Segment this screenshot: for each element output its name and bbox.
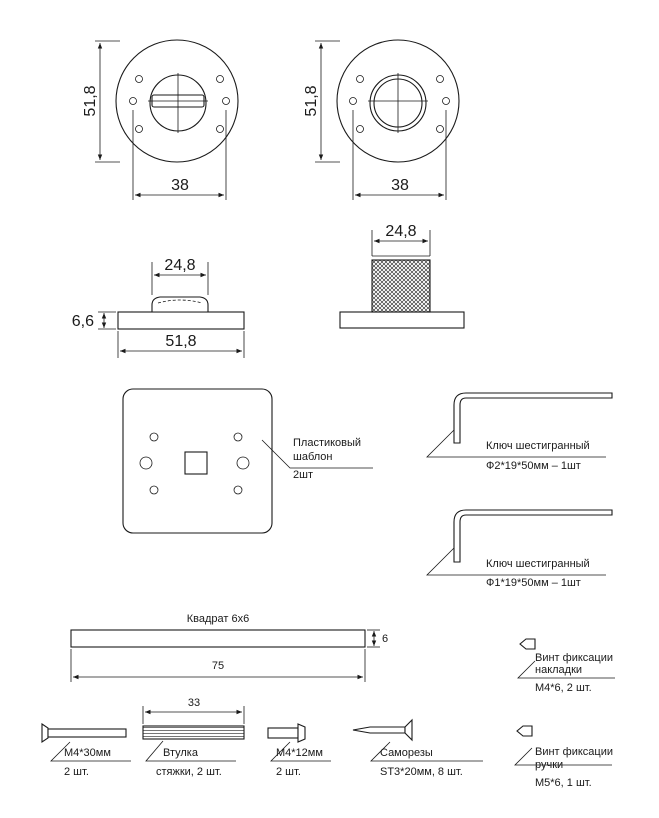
screw-hole — [139, 456, 153, 470]
flat-cap — [151, 296, 209, 313]
base-plate — [117, 311, 245, 330]
plate-diameter-dim: 51,8 — [165, 333, 196, 350]
knob-diameter-dim: 24,8 — [164, 257, 195, 274]
rosette-height-dim: 51,8 — [303, 85, 320, 116]
screw-hole — [442, 97, 450, 105]
side-view-knurled: 24,8 — [339, 223, 465, 329]
square-hole — [184, 451, 208, 475]
hex-key-shape — [453, 392, 613, 444]
sleeve-length-dim: 33 — [188, 697, 200, 709]
m4x12-name: М4*12мм — [276, 747, 323, 759]
self-tapping-screw: Саморезы ST3*20мм, 8 шт. — [352, 718, 483, 778]
m4x30-name: М4*30мм — [64, 747, 111, 759]
rosette-width-dim: 38 — [391, 177, 409, 194]
screw-hole — [216, 75, 224, 83]
plate-screw-line1: Винт фиксации — [535, 652, 613, 664]
hex-key-spec: Ф2*19*50мм – 1шт — [486, 460, 581, 472]
knob-diameter-dim: 24,8 — [385, 223, 416, 240]
grub-screw-shape — [516, 725, 533, 737]
screw-hole — [216, 125, 224, 133]
handle-screw-line2: ручки — [535, 759, 563, 771]
hex-key-spec: Ф1*19*50мм – 1шт — [486, 577, 581, 589]
sleeve-shape — [142, 725, 245, 740]
screw-hole — [436, 125, 444, 133]
square-length-dim: 75 — [212, 660, 224, 672]
hex-key-name: Ключ шестигранный — [486, 558, 590, 570]
plate-screw-line2: накладки — [535, 664, 582, 676]
self-tapping-qty: ST3*20мм, 8 шт. — [380, 766, 463, 778]
plate-screw: Винт фиксации накладки М4*6, 2 шт. — [517, 638, 615, 694]
sleeve-name: Втулка — [163, 747, 199, 759]
screw-hole — [236, 456, 250, 470]
grub-screw-shape — [519, 638, 536, 650]
screw-hole — [436, 75, 444, 83]
self-tapping-name: Саморезы — [380, 747, 433, 759]
side-view-flat: 24,8 6,6 51,8 — [72, 257, 245, 358]
screw-shape — [352, 726, 406, 734]
handle-screw-line1: Винт фиксации — [535, 746, 613, 758]
screw-hole — [135, 75, 143, 83]
base-plate — [339, 311, 465, 329]
square-bar-shape — [70, 629, 366, 648]
handle-screw-spec: М5*6, 1 шт. — [535, 777, 592, 789]
square-title: Квадрат 6х6 — [187, 613, 250, 625]
screw-hole — [222, 97, 230, 105]
hex-key-2mm: Ключ шестигранный Ф2*19*50мм – 1шт — [426, 392, 613, 472]
m4x30-qty: 2 шт. — [64, 766, 89, 778]
screw-hole — [349, 97, 357, 105]
plastic-template: Пластиковый шаблон 2шт — [122, 388, 373, 534]
plate-thickness-dim: 6,6 — [72, 313, 94, 330]
template-qty: 2шт — [293, 469, 313, 481]
screw-hole — [356, 125, 364, 133]
screw-m4x12: М4*12мм 2 шт. — [267, 723, 331, 778]
rosette-height-dim: 51,8 — [82, 85, 99, 116]
handle-screw: Винт фиксации ручки М5*6, 1 шт. — [514, 725, 613, 789]
screw-hole — [233, 432, 243, 442]
screw-hole — [149, 485, 159, 495]
screw-hole — [149, 432, 159, 442]
sleeve: 33 Втулка стяжки, 2 шт. — [142, 697, 245, 778]
rosette-slot-view: 51,8 38 — [82, 39, 239, 200]
screw-shape — [267, 727, 299, 739]
template-label-line2: шаблон — [293, 451, 332, 463]
screw-hole — [135, 125, 143, 133]
rosette-round-view: 51,8 38 — [303, 39, 460, 200]
square-side-dim: 6 — [382, 633, 388, 645]
screw-hole — [356, 75, 364, 83]
knurled-knob — [371, 259, 431, 313]
screw-m4x30: М4*30мм 2 шт. — [41, 722, 131, 778]
plate-screw-spec: М4*6, 2 шт. — [535, 682, 592, 694]
hex-key-name: Ключ шестигранный — [486, 440, 590, 452]
square-bar: Квадрат 6х6 6 75 — [70, 613, 388, 682]
rosette-width-dim: 38 — [171, 177, 189, 194]
screw-hole — [129, 97, 137, 105]
template-label-line1: Пластиковый — [293, 437, 361, 449]
m4x12-qty: 2 шт. — [276, 766, 301, 778]
hex-key-shape — [453, 509, 613, 563]
sleeve-qty: стяжки, 2 шт. — [156, 766, 222, 778]
screw-hole — [233, 485, 243, 495]
screw-shape — [47, 728, 127, 738]
hex-key-1mm: Ключ шестигранный Ф1*19*50мм – 1шт — [426, 509, 613, 589]
